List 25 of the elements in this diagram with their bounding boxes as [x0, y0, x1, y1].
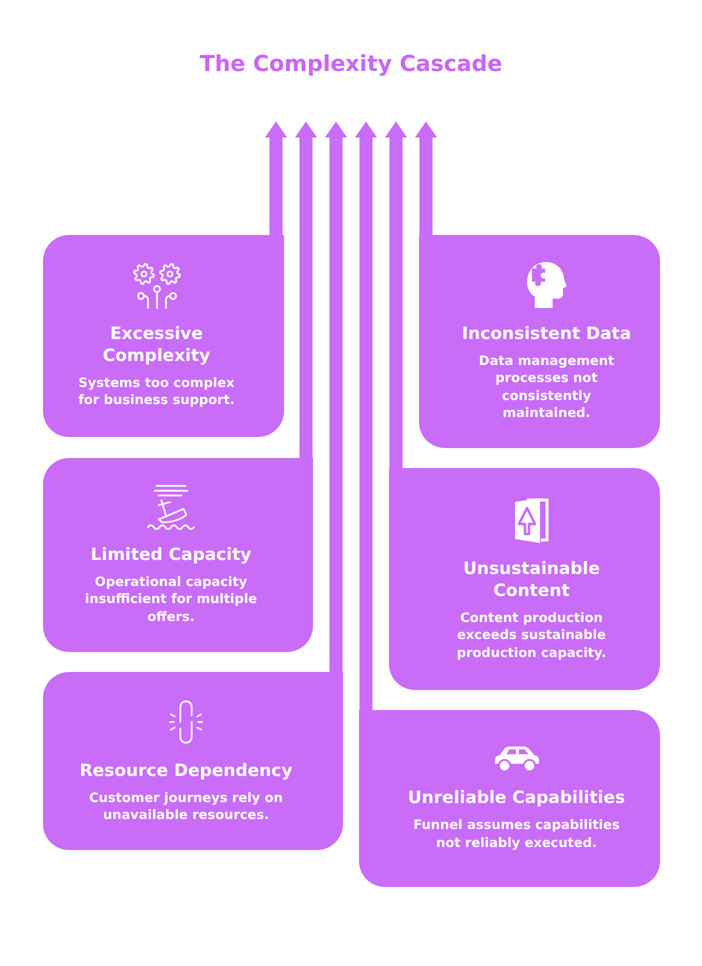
card-heading: Resource Dependency — [79, 760, 293, 782]
info-card — [43, 672, 343, 850]
card-heading: Inconsistent Data — [461, 322, 632, 344]
card-text: Operational capacity insufficient for multiple offers. — [84, 574, 258, 626]
info-card — [359, 710, 660, 887]
title: The Complexity Cascade — [200, 51, 502, 79]
info-card — [43, 458, 313, 652]
card-heading: Unreliable Capabilities — [407, 787, 626, 809]
info-card — [389, 468, 660, 690]
card-heading: Excessive Complexity — [102, 322, 211, 366]
info-card — [419, 235, 660, 448]
arrow — [265, 122, 287, 235]
card-text: Data management processes not consistently maintained. — [478, 352, 615, 422]
card-text: Content production exceeds sustainable production capacity. — [456, 610, 607, 662]
card-heading: Limited Capacity — [90, 544, 252, 566]
card-text: Funnel assumes capabilities not reliably executed. — [412, 817, 620, 852]
card-heading: Unsustainable Content — [462, 558, 600, 602]
arrow — [415, 122, 437, 235]
arrow — [325, 122, 347, 672]
card-text: Systems too complex for business support. — [78, 374, 236, 410]
card-text: Customer journeys rely on unavailable resources. — [88, 790, 284, 824]
info-card — [43, 235, 284, 437]
arrow — [355, 122, 377, 710]
arrow — [385, 122, 407, 468]
arrow — [295, 122, 317, 458]
